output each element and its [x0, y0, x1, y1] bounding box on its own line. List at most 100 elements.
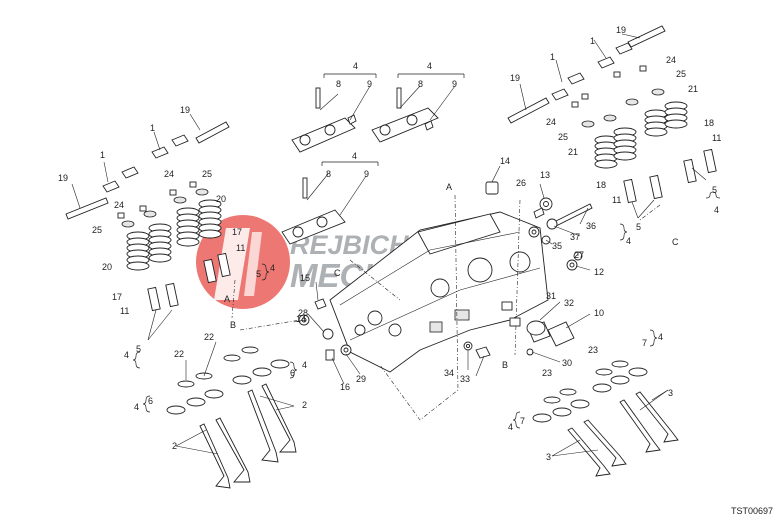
callout-21: 21 — [688, 84, 698, 94]
callout-20: 20 — [102, 262, 112, 272]
callout-13: 13 — [540, 170, 550, 180]
callout-25: 25 — [558, 132, 568, 142]
group-braces — [132, 73, 721, 429]
drawing-code: TST00697 — [730, 506, 773, 516]
callout-4: 4 — [353, 61, 358, 71]
valve-springs-right — [594, 101, 688, 169]
callout-18: 18 — [704, 118, 714, 128]
callout-7: 7 — [642, 338, 647, 348]
callout-2: 2 — [172, 441, 177, 451]
callout-24: 24 — [164, 169, 174, 179]
callout-22: 22 — [204, 332, 214, 342]
callout-A: A — [446, 182, 452, 192]
callout-C: C — [672, 237, 679, 247]
callout-6: 6 — [290, 368, 295, 378]
callout-10: 10 — [594, 308, 604, 318]
callout-17: 17 — [232, 227, 242, 237]
callout-9: 9 — [364, 169, 369, 179]
valves — [199, 383, 679, 489]
callout-labels: 4 8 9 4 8 9 4 8 9 19 1 1 19 24 25 24 20 … — [58, 25, 721, 462]
callout-4: 4 — [352, 151, 357, 161]
callout-11: 11 — [120, 306, 129, 316]
callout-1: 1 — [550, 52, 555, 62]
valve-seats — [166, 346, 648, 423]
callout-1: 1 — [100, 150, 105, 160]
callout-17: 17 — [112, 292, 122, 302]
callout-37: 37 — [570, 232, 580, 242]
callout-36: 36 — [586, 221, 596, 231]
callout-25: 25 — [202, 169, 212, 179]
callout-5: 5 — [636, 222, 641, 232]
callout-24: 24 — [114, 200, 124, 210]
callout-5: 5 — [712, 185, 717, 195]
callout-19: 19 — [180, 105, 190, 115]
callout-26: 26 — [516, 178, 526, 188]
callout-21: 21 — [568, 147, 578, 157]
callout-30: 30 — [562, 358, 572, 368]
callout-9: 9 — [367, 79, 372, 89]
callout-14: 14 — [500, 156, 510, 166]
rocker-arms — [102, 42, 633, 193]
callout-11: 11 — [712, 133, 721, 143]
callout-A: A — [224, 294, 230, 304]
callout-4: 4 — [714, 205, 719, 215]
callout-35: 35 — [552, 241, 562, 251]
leader-lines — [71, 33, 707, 457]
callout-23: 23 — [588, 345, 598, 355]
callout-1: 1 — [590, 36, 595, 46]
callout-8: 8 — [326, 169, 331, 179]
callout-20: 20 — [216, 194, 226, 204]
callout-32: 32 — [564, 298, 574, 308]
callout-5: 5 — [256, 269, 261, 279]
camshaft-carriers — [281, 87, 439, 245]
callout-16: 16 — [340, 382, 350, 392]
callout-33: 33 — [460, 374, 470, 384]
callout-24: 24 — [546, 117, 556, 127]
callout-3: 3 — [668, 388, 673, 398]
callout-4: 4 — [124, 350, 129, 360]
callout-25: 25 — [92, 225, 102, 235]
callout-3: 3 — [546, 452, 551, 462]
callout-4: 4 — [658, 332, 663, 342]
callout-7: 7 — [520, 416, 525, 426]
callout-19: 19 — [58, 173, 68, 183]
callout-18: 18 — [596, 180, 606, 190]
valve-guides — [147, 148, 717, 312]
callout-25: 25 — [676, 69, 686, 79]
callout-12: 12 — [594, 267, 604, 277]
callout-8: 8 — [418, 79, 423, 89]
callout-B: B — [230, 320, 236, 330]
callout-B: B — [502, 360, 508, 370]
callout-2: 2 — [302, 400, 307, 410]
callout-4: 4 — [508, 422, 513, 432]
callout-4: 4 — [270, 263, 275, 273]
callout-24: 24 — [666, 55, 676, 65]
small-hardware — [298, 181, 593, 361]
valve-springs-left — [126, 199, 222, 271]
callout-28: 28 — [298, 308, 308, 318]
callout-4: 4 — [302, 360, 307, 370]
callout-1: 1 — [150, 123, 155, 133]
rocker-shafts — [65, 25, 666, 220]
callout-5: 5 — [136, 344, 141, 354]
cylinder-head — [329, 211, 549, 373]
callout-11: 11 — [612, 195, 621, 205]
callout-31: 31 — [546, 291, 556, 301]
callout-4: 4 — [134, 402, 139, 412]
callout-19: 19 — [616, 25, 626, 35]
callout-14: 14 — [296, 314, 306, 324]
callout-8: 8 — [336, 79, 341, 89]
callout-22: 22 — [174, 349, 184, 359]
callout-34: 34 — [444, 368, 454, 378]
callout-4: 4 — [626, 236, 631, 246]
callout-19: 19 — [510, 73, 520, 83]
guide-lines — [231, 194, 661, 421]
callout-29: 29 — [356, 374, 366, 384]
callout-C: C — [334, 268, 341, 278]
callout-9: 9 — [452, 79, 457, 89]
callout-6: 6 — [148, 396, 153, 406]
callout-11: 11 — [236, 243, 245, 253]
callout-27: 27 — [574, 250, 584, 260]
callout-15: 15 — [300, 273, 310, 283]
